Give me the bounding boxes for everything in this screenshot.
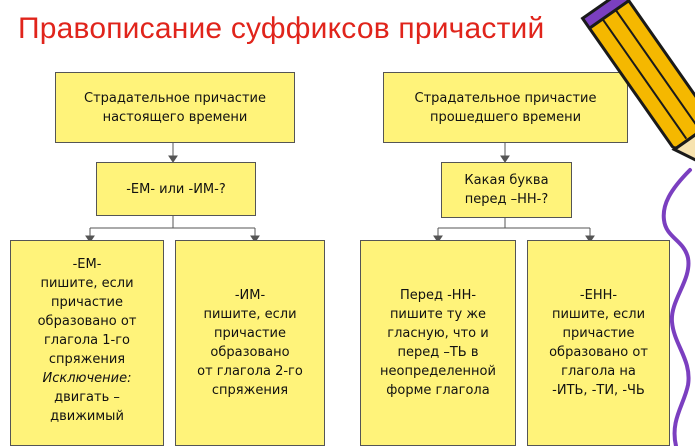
arrowhead-past-question [500, 155, 510, 163]
box-line: Перед -НН- [399, 288, 477, 303]
enn-suffix-rule-box: -ЕНН- пишите, если причастие образовано … [527, 240, 670, 446]
box-line: -ЕМ- или -ИМ-? [126, 181, 226, 197]
which-letter-before-nn-question-box: Какая буква перед –НН-? [441, 162, 572, 218]
box-line: Какая буква [464, 173, 549, 188]
box-line: настоящего времени [102, 109, 248, 125]
box-line: Страдательное причастие [84, 90, 266, 106]
box-line: образовано [210, 345, 290, 360]
box-line: спряжения [48, 352, 126, 367]
box-line: форме глагола [386, 383, 490, 398]
arrowhead-nn-rule [433, 235, 443, 243]
nn-suffix-rule-box: Перед -НН- пишите ту же гласную, что и п… [360, 240, 516, 446]
present-passive-participle-box: Страдательное причастие настоящего време… [55, 72, 295, 143]
box-line: перед –ТЬ в [397, 345, 479, 360]
box-line: прошедшего времени [429, 109, 582, 125]
em-or-im-question-box: -ЕМ- или -ИМ-? [96, 162, 256, 216]
im-suffix-rule-box: -ИМ- пишите, если причастие образовано о… [175, 240, 325, 446]
box-line: перед –НН-? [464, 192, 549, 207]
box-line: -ИТЬ, -ТИ, -ЧЬ [552, 383, 645, 398]
box-line: причастие [213, 326, 286, 341]
box-line: -ЕМ- [72, 257, 102, 272]
arrowhead-im-rule [250, 235, 260, 243]
box-line: Страдательное причастие [414, 90, 597, 106]
box-line: спряжения [211, 383, 289, 398]
box-line: пишите, если [551, 307, 646, 322]
arrowhead-enn-rule [585, 235, 595, 243]
box-line: двигать – [54, 390, 120, 405]
box-line: от глагола 2-го [197, 364, 303, 379]
past-passive-participle-box: Страдательное причастие прошедшего време… [383, 72, 628, 143]
page-title: Правописание суффиксов причастий [18, 12, 545, 45]
box-line: образовано от [37, 314, 137, 329]
box-line: образовано от [549, 345, 648, 360]
box-line: пишите, если [203, 307, 297, 322]
box-line: неопределенной [380, 364, 496, 379]
box-line: глагола на [561, 364, 636, 379]
box-line: пишите, если [40, 276, 134, 291]
box-line: причастие [562, 326, 635, 341]
exception-label: Исключение: [42, 371, 132, 386]
box-line: движимый [50, 409, 124, 424]
arrowhead-em-rule [85, 235, 95, 243]
box-line: пишите ту же [389, 307, 487, 322]
box-line: гласную, что и [387, 326, 489, 341]
arrowhead-present-question [168, 155, 178, 163]
em-suffix-rule-box: -ЕМ- пишите, если причастие образовано о… [10, 240, 164, 446]
box-line: -ЕНН- [579, 288, 618, 303]
box-line: причастие [50, 295, 123, 310]
box-line: -ИМ- [234, 288, 266, 303]
box-line: глагола 1-го [43, 333, 131, 348]
